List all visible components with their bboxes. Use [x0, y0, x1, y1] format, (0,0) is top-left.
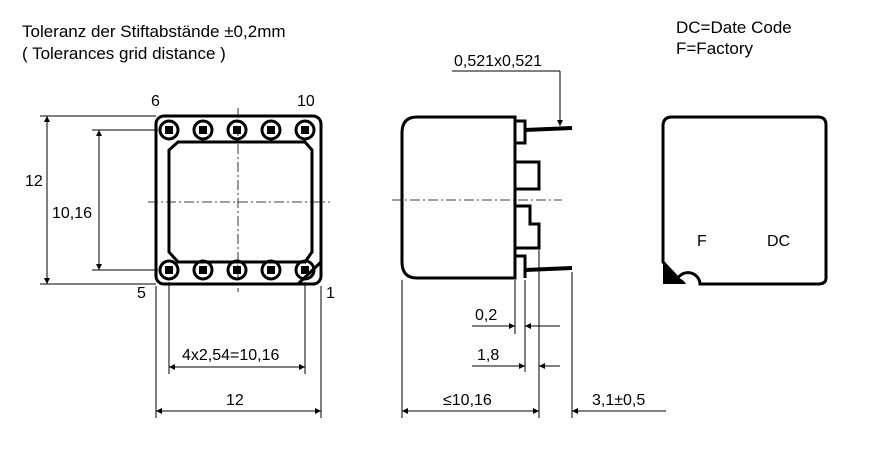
dim-pin-distance: 1,8 — [477, 347, 499, 364]
dim-width-outer: 12 — [226, 392, 244, 409]
pin1-chamfer-notch — [296, 260, 323, 286]
pin-label-10: 10 — [297, 93, 315, 110]
pin-hole — [192, 259, 214, 281]
dim-pitch: 4x2,54=10,16 — [182, 347, 280, 364]
side-view-pin-bottom — [524, 266, 573, 272]
pin-square — [301, 266, 309, 274]
dim-pin-section: 0,521x0,521 — [454, 53, 542, 70]
side-view: 0,521x0,521 0,2 1,8 ≤10,16 3,1±0,5 — [392, 53, 666, 418]
marking-factory: F — [697, 233, 707, 250]
pin-hole — [260, 259, 282, 281]
pin-square — [267, 126, 275, 134]
pin-row-bottom — [158, 259, 316, 281]
pin1-corner-marker — [663, 262, 686, 284]
pin-hole — [158, 119, 180, 141]
side-view-body-outline — [400, 115, 517, 280]
side-view-pin-top — [524, 126, 573, 132]
dim-height-outer: 12 — [25, 173, 43, 190]
pin-square — [199, 126, 207, 134]
pin-hole — [226, 259, 248, 281]
front-view: 6 10 5 1 12 10,16 4x2,54=10,16 12 — [25, 93, 335, 418]
front-view-inner-frame — [167, 140, 314, 264]
pin-hole — [158, 259, 180, 281]
pin-square — [165, 126, 173, 134]
tolerance-note-english: ( Tolerances grid distance ) — [22, 44, 226, 63]
pin-label-5: 5 — [137, 285, 146, 302]
side-view-pin-carrier — [513, 119, 541, 278]
pin-square — [233, 266, 241, 274]
pin-square — [301, 126, 309, 134]
tolerance-note-german: Toleranz der Stiftabstände ±0,2mm — [22, 22, 286, 41]
pin-square — [267, 266, 275, 274]
top-view-outline — [661, 115, 828, 286]
pin-square — [165, 266, 173, 274]
dim-pin-length: 3,1±0,5 — [592, 392, 645, 409]
legend-factory: F=Factory — [676, 39, 753, 58]
pin-hole — [260, 119, 282, 141]
pin-row-top — [158, 119, 316, 141]
pin-hole — [192, 119, 214, 141]
pin-square — [233, 126, 241, 134]
pin-square — [199, 266, 207, 274]
marking-date-code: DC — [767, 233, 790, 250]
top-view: F DC — [661, 115, 828, 286]
pin-label-1: 1 — [326, 285, 335, 302]
legend-date-code: DC=Date Code — [676, 18, 792, 37]
pin-hole — [294, 119, 316, 141]
front-view-outline — [154, 114, 323, 286]
dim-height-pins: 10,16 — [52, 205, 92, 222]
pin-label-6: 6 — [151, 93, 160, 110]
dim-offset: 0,2 — [475, 307, 497, 324]
pin-hole — [226, 119, 248, 141]
dim-body-length: ≤10,16 — [443, 392, 492, 409]
